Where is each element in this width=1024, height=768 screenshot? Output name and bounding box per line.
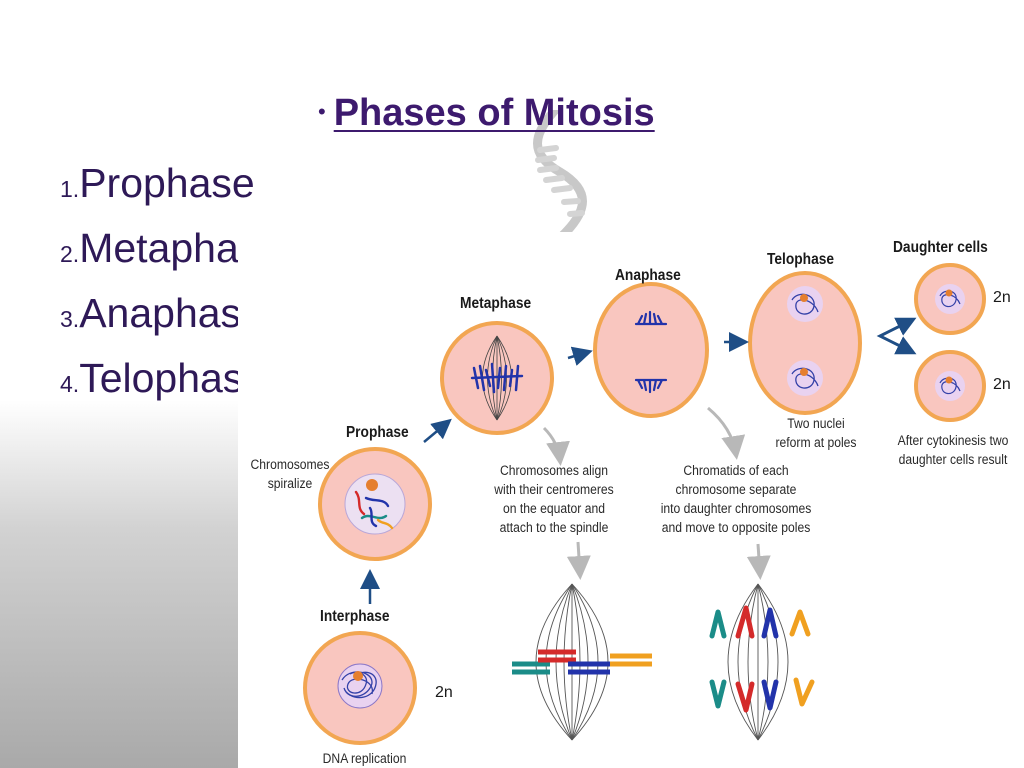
- anaphase-note: Chromatids of each chromosome separate i…: [655, 461, 817, 537]
- mitosis-diagram: Interphase Prophase Metaphase Anaphase T…: [238, 232, 1024, 768]
- prophase-cell: [318, 447, 432, 561]
- phase-number: 3.: [60, 306, 80, 332]
- note-line: Chromatids of each: [683, 463, 789, 478]
- note-line: chromosome separate: [675, 482, 797, 497]
- note-line: into daughter chromosomes: [660, 501, 812, 516]
- daughter-cell-bottom: [914, 350, 986, 422]
- note-line: attach to the spindle: [499, 520, 609, 535]
- note-line: Chromosomes: [250, 457, 330, 472]
- phase-list-item: 3.Anaphase: [60, 288, 282, 353]
- daughter-cell-top: [914, 263, 986, 335]
- telophase-label: Telophase: [767, 251, 835, 268]
- phase-name: Anaphase: [79, 290, 264, 336]
- daughter-bottom-ploidy: 2n: [993, 376, 1011, 393]
- phase-number: 1.: [60, 176, 80, 202]
- note-line: Two nuclei: [787, 416, 845, 431]
- note-line: and move to opposite poles: [661, 520, 811, 535]
- anaphase-cell: [593, 282, 709, 418]
- note-line: reform at poles: [775, 435, 857, 450]
- telophase-note: Two nuclei reform at poles: [771, 414, 861, 452]
- metaphase-cell: [440, 321, 554, 435]
- interphase-ploidy: 2n: [435, 684, 453, 701]
- title-bullet: •: [318, 99, 326, 124]
- daughter-top-ploidy: 2n: [993, 289, 1011, 306]
- phase-list-item: 4.Telophase: [60, 353, 282, 418]
- phase-name: Prophase: [79, 160, 255, 206]
- note-line: spiralize: [267, 476, 313, 491]
- prophase-label: Prophase: [346, 424, 409, 441]
- metaphase-note: Chromosomes align with their centromeres…: [491, 461, 617, 537]
- process-arrows: [360, 317, 917, 604]
- metaphase-detail: [512, 583, 652, 741]
- phase-list-item: 1.Prophase: [60, 158, 282, 223]
- spiralize-note: Chromosomes spiralize: [247, 455, 333, 493]
- cytokinesis-note: After cytokinesis two daughter cells res…: [892, 431, 1014, 469]
- dna-helix-watermark: [533, 110, 587, 235]
- note-line: Chromosomes align: [499, 463, 609, 478]
- anaphase-label: Anaphase: [615, 267, 681, 284]
- mitosis-diagram-graphics: [303, 263, 986, 745]
- title-text: Phases of Mitosis: [333, 92, 655, 134]
- daughter-cells-label: Daughter cells: [893, 239, 988, 256]
- interphase-label: Interphase: [320, 608, 390, 625]
- note-line: on the equator and: [502, 501, 606, 516]
- note-line: After cytokinesis two: [897, 433, 1009, 448]
- phase-list: 1.Prophase 2.Metaphase 3.Anaphase 4.Telo…: [60, 158, 282, 418]
- note-line: daughter cells result: [898, 452, 1008, 467]
- phase-number: 4.: [60, 371, 80, 397]
- detail-arrows: [542, 406, 771, 580]
- interphase-cell: [303, 631, 417, 745]
- metaphase-label: Metaphase: [460, 295, 532, 312]
- anaphase-detail: [709, 583, 815, 741]
- slide-title: • Phases of Mitosis: [318, 92, 655, 135]
- phase-name: Telophase: [79, 355, 267, 401]
- dna-replication-note: DNA replication: [322, 751, 407, 766]
- note-line: with their centromeres: [494, 482, 614, 497]
- phase-number: 2.: [60, 241, 80, 267]
- telophase-cell: [748, 271, 862, 415]
